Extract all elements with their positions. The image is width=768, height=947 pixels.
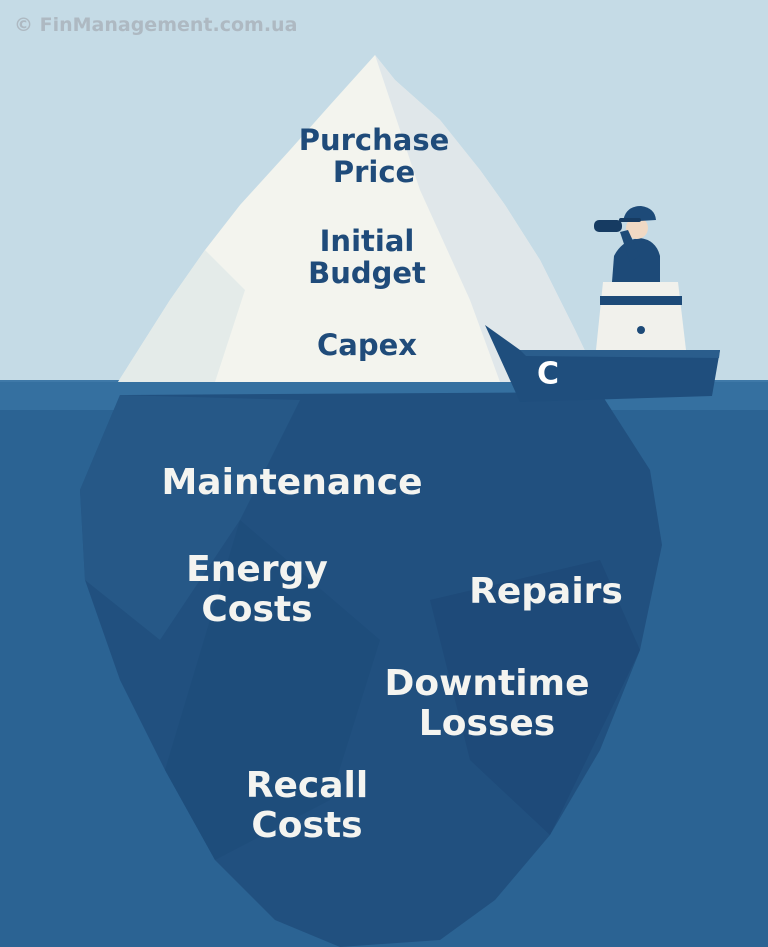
label-purchase-price: Purchase Price (299, 124, 450, 189)
label-line: Budget (308, 256, 426, 291)
hull-letter: C (537, 357, 559, 392)
iceberg-underwater-facet (80, 395, 300, 640)
captain (594, 206, 660, 282)
label-line: Initial (319, 224, 415, 258)
label-capex: Capex (317, 328, 417, 362)
label-downtime-losses: Downtime Losses (384, 663, 590, 745)
label-repairs: Repairs (469, 571, 623, 612)
iceberg-tip-shade-left (118, 250, 245, 382)
captain-arm (620, 230, 640, 262)
label-line: Energy (186, 549, 328, 590)
label-recall-costs: Recall Costs (245, 765, 369, 847)
boat-hull (485, 325, 720, 402)
boat-cabin (596, 282, 686, 350)
label-energy-costs: Energy Costs (186, 549, 328, 631)
label-line: Costs (201, 589, 313, 631)
label-line: Repairs (469, 571, 623, 612)
label-line: Downtime (384, 663, 590, 704)
label-line: Costs (251, 805, 363, 847)
iceberg-underwater-facet-3 (165, 520, 380, 860)
label-line: Losses (418, 703, 556, 745)
boat-hull-deck (520, 350, 720, 358)
boat-cabin-stripe (600, 296, 682, 305)
binoculars (594, 220, 622, 232)
iceberg-underwater-facet-2 (430, 560, 640, 835)
label-line: Capex (317, 328, 417, 362)
label-line: Price (332, 155, 416, 190)
label-maintenance: Maintenance (161, 462, 423, 503)
boat-porthole (637, 326, 645, 334)
iceberg-tip-shade-right (375, 55, 600, 382)
captain-cap-brim (619, 218, 641, 222)
captain-body (612, 238, 660, 282)
watermark: © FinManagement.com.ua (14, 14, 298, 36)
boat: C (485, 206, 720, 402)
captain-head (626, 217, 648, 239)
label-line: Purchase (298, 123, 450, 157)
label-line: Recall (245, 765, 369, 806)
label-initial-budget: Initial Budget (308, 225, 426, 290)
label-line: Maintenance (161, 462, 423, 503)
